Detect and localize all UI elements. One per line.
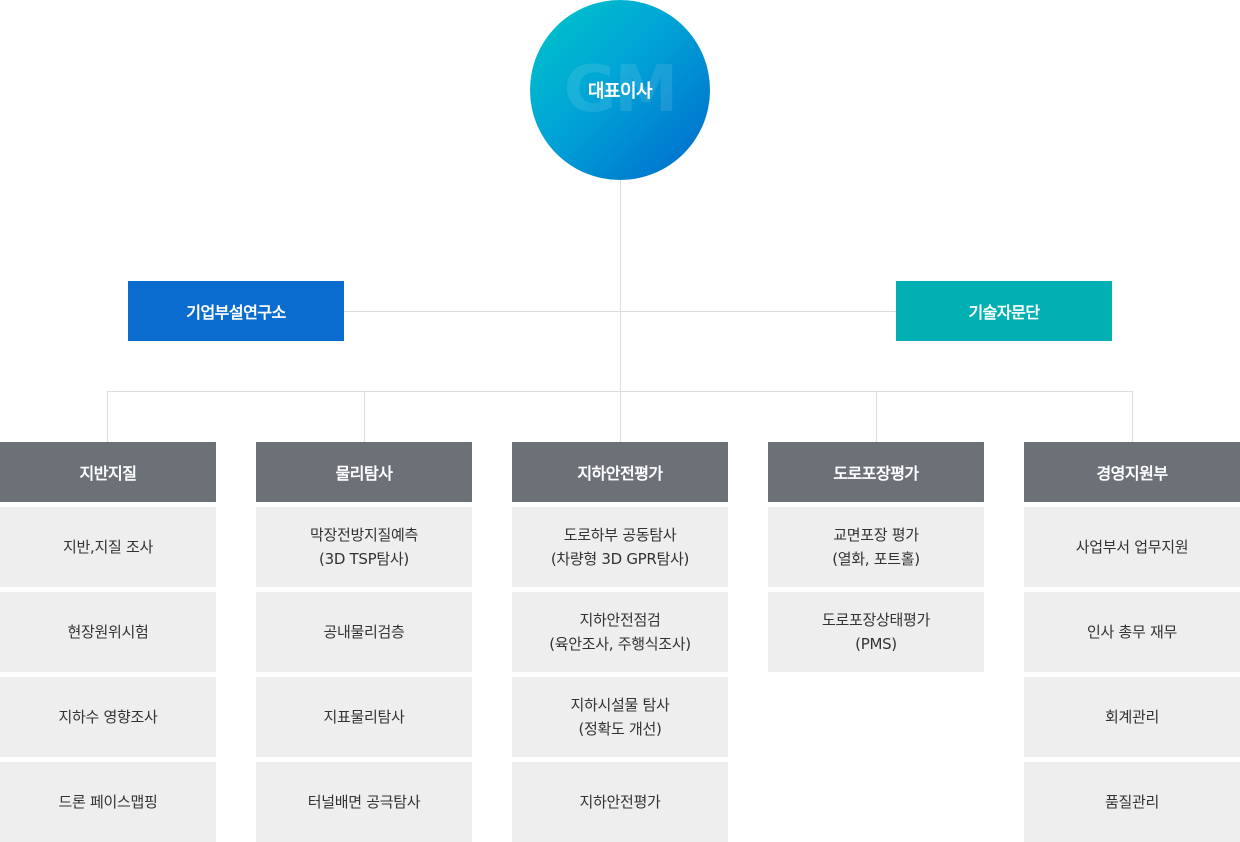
dept-title: 지하안전평가	[512, 442, 728, 502]
dept-item: 지하시설물 탐사 (정확도 개선)	[512, 677, 728, 757]
dept-item-line1: 사업부서 업무지원	[1075, 538, 1189, 556]
dept-item-line1: 현장원위시험	[67, 623, 149, 641]
dept-underground-safety: 지하안전평가 도로하부 공동탐사 (차량형 3D GPR탐사) 지하안전점검 (…	[512, 442, 728, 842]
dept-item-line1: 드론 페이스맵핑	[58, 793, 158, 811]
dept-item-line1: 지표물리탐사	[323, 708, 405, 726]
dept-item: 드론 페이스맵핑	[0, 762, 216, 842]
dept-item: 회계관리	[1024, 677, 1240, 757]
dept-item-line2: (육안조사, 주행식조사)	[549, 635, 691, 653]
dept-title: 물리탐사	[256, 442, 472, 502]
dept-item: 지표물리탐사	[256, 677, 472, 757]
connector-dept-2	[364, 391, 365, 442]
dept-item: 공내물리검층	[256, 592, 472, 672]
dept-item-line1: 지하시설물 탐사	[570, 696, 670, 714]
dept-item: 인사 총무 재무	[1024, 592, 1240, 672]
dept-item: 현장원위시험	[0, 592, 216, 672]
dept-item-line1: 회계관리	[1104, 708, 1159, 726]
dept-item-line1: 공내물리검층	[323, 623, 405, 641]
dept-item-line2: (열화, 포트홀)	[832, 550, 920, 568]
dept-item: 지하수 영향조사	[0, 677, 216, 757]
dept-geophysics: 물리탐사 막장전방지질예측 (3D TSP탐사) 공내물리검층 지표물리탐사 터…	[256, 442, 472, 842]
dept-item-line1: 지하안전점검	[579, 611, 661, 629]
dept-item: 지하안전평가	[512, 762, 728, 842]
dept-item-line1: 도로포장상태평가	[821, 611, 930, 629]
dept-item-line1: 도로하부 공동탐사	[563, 526, 677, 544]
research-institute-box: 기업부설연구소	[128, 281, 344, 341]
dept-item-line1: 지하안전평가	[579, 793, 661, 811]
dept-item-line1: 막장전방지질예측	[309, 526, 418, 544]
dept-item: 품질관리	[1024, 762, 1240, 842]
dept-title: 지반지질	[0, 442, 216, 502]
dept-item-line1: 지하수 영향조사	[58, 708, 158, 726]
dept-item: 지하안전점검 (육안조사, 주행식조사)	[512, 592, 728, 672]
dept-item: 막장전방지질예측 (3D TSP탐사)	[256, 507, 472, 587]
dept-item: 도로포장상태평가 (PMS)	[768, 592, 984, 672]
advisory-group-box: 기술자문단	[896, 281, 1112, 341]
ceo-label: 대표이사	[587, 81, 653, 102]
dept-item-line1: 인사 총무 재무	[1087, 623, 1177, 641]
dept-item-line1: 교면포장 평가	[833, 526, 919, 544]
connector-dept-1	[107, 391, 108, 442]
dept-management: 경영지원부 사업부서 업무지원 인사 총무 재무 회계관리 품질관리	[1024, 442, 1240, 842]
connector-ceo-vertical	[620, 180, 621, 391]
dept-item: 지반,지질 조사	[0, 507, 216, 587]
dept-item-line2: (차량형 3D GPR탐사)	[550, 550, 690, 568]
connector-dept-3	[620, 391, 621, 442]
dept-item-line1: 품질관리	[1104, 793, 1159, 811]
dept-item-line2: (정확도 개선)	[578, 720, 662, 738]
dept-geology: 지반지질 지반,지질 조사 현장원위시험 지하수 영향조사 드론 페이스맵핑	[0, 442, 216, 842]
dept-title: 도로포장평가	[768, 442, 984, 502]
dept-title: 경영지원부	[1024, 442, 1240, 502]
dept-item-line1: 지반,지질 조사	[63, 538, 153, 556]
dept-item: 사업부서 업무지원	[1024, 507, 1240, 587]
connector-dept-5	[1132, 391, 1133, 442]
dept-item-line1: 터널배면 공극탐사	[307, 793, 421, 811]
dept-item: 교면포장 평가 (열화, 포트홀)	[768, 507, 984, 587]
connector-side-horizontal	[344, 311, 896, 312]
dept-item-line2: (PMS)	[855, 635, 897, 653]
dept-pavement: 도로포장평가 교면포장 평가 (열화, 포트홀) 도로포장상태평가 (PMS)	[768, 442, 984, 672]
dept-item: 터널배면 공극탐사	[256, 762, 472, 842]
dept-item-line2: (3D TSP탐사)	[319, 550, 409, 568]
ceo-node: GM 대표이사	[530, 0, 710, 180]
dept-item: 도로하부 공동탐사 (차량형 3D GPR탐사)	[512, 507, 728, 587]
connector-dept-4	[876, 391, 877, 442]
